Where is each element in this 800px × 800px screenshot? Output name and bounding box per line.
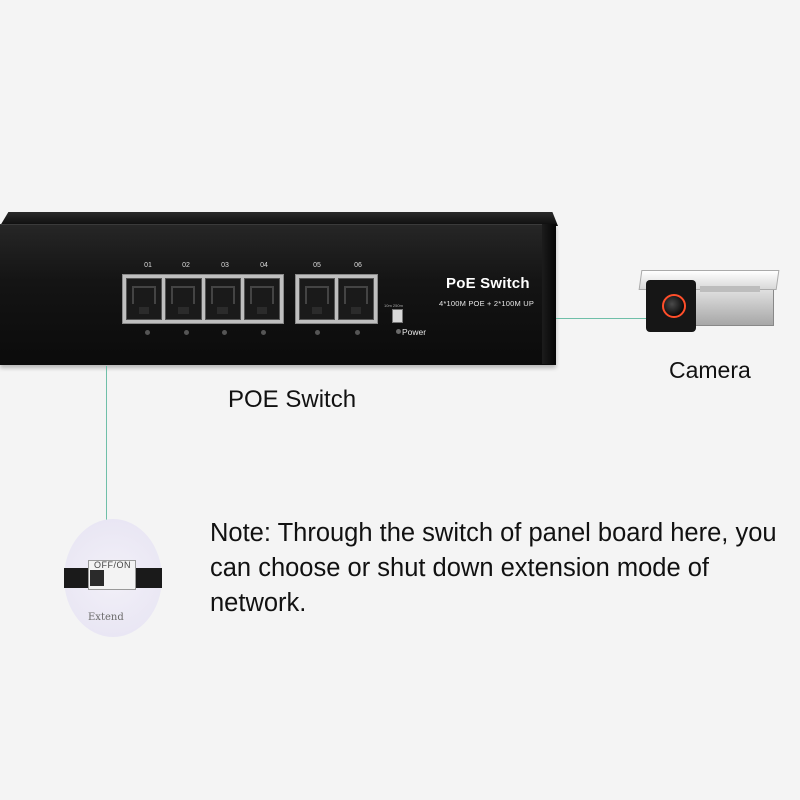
ethernet-port-icon (299, 278, 335, 320)
port-number-03: 03 (221, 262, 229, 269)
extend-dip-switch[interactable] (392, 309, 403, 323)
ethernet-port-icon (165, 278, 202, 320)
switch-caption: POE Switch (228, 386, 357, 413)
port-led (222, 330, 227, 335)
ethernet-port-icon (126, 278, 163, 320)
ethernet-port-icon (204, 278, 241, 320)
ethernet-port-icon (243, 278, 280, 320)
poe-port-group (122, 274, 284, 324)
port-led (355, 330, 360, 335)
zoom-switch-knob (90, 570, 104, 586)
zoom-connector-line (106, 366, 107, 522)
zoom-onoff-label: OFF/ON (94, 560, 131, 570)
camera-label: Camera (669, 357, 751, 383)
switch-side-edge (542, 224, 556, 364)
ethernet-port-icon (338, 278, 374, 320)
dip-switch-label: 10m 250m (384, 303, 403, 308)
port-number-01: 01 (144, 262, 152, 269)
port-number-06: 06 (354, 262, 362, 269)
zoom-extend-label: Extend (88, 612, 124, 623)
note-text: Note: Through the switch of panel board … (210, 519, 777, 617)
power-label: Power (402, 327, 427, 337)
power-led (396, 329, 401, 334)
camera-label-strip (700, 286, 760, 292)
port-led (315, 330, 320, 335)
camera-connector-line (556, 318, 656, 319)
port-led (184, 330, 189, 335)
camera-lens-icon (662, 294, 686, 318)
switch-subtitle: 4*100M POE + 2*100M UP (439, 299, 535, 308)
switch-top-face (0, 212, 558, 226)
port-number-02: 02 (182, 262, 190, 269)
port-led (261, 330, 266, 335)
port-number-04: 04 (260, 262, 268, 269)
port-led (145, 330, 150, 335)
uplink-port-group (295, 274, 378, 324)
switch-title: PoE Switch (446, 275, 530, 292)
port-number-05: 05 (313, 262, 321, 269)
